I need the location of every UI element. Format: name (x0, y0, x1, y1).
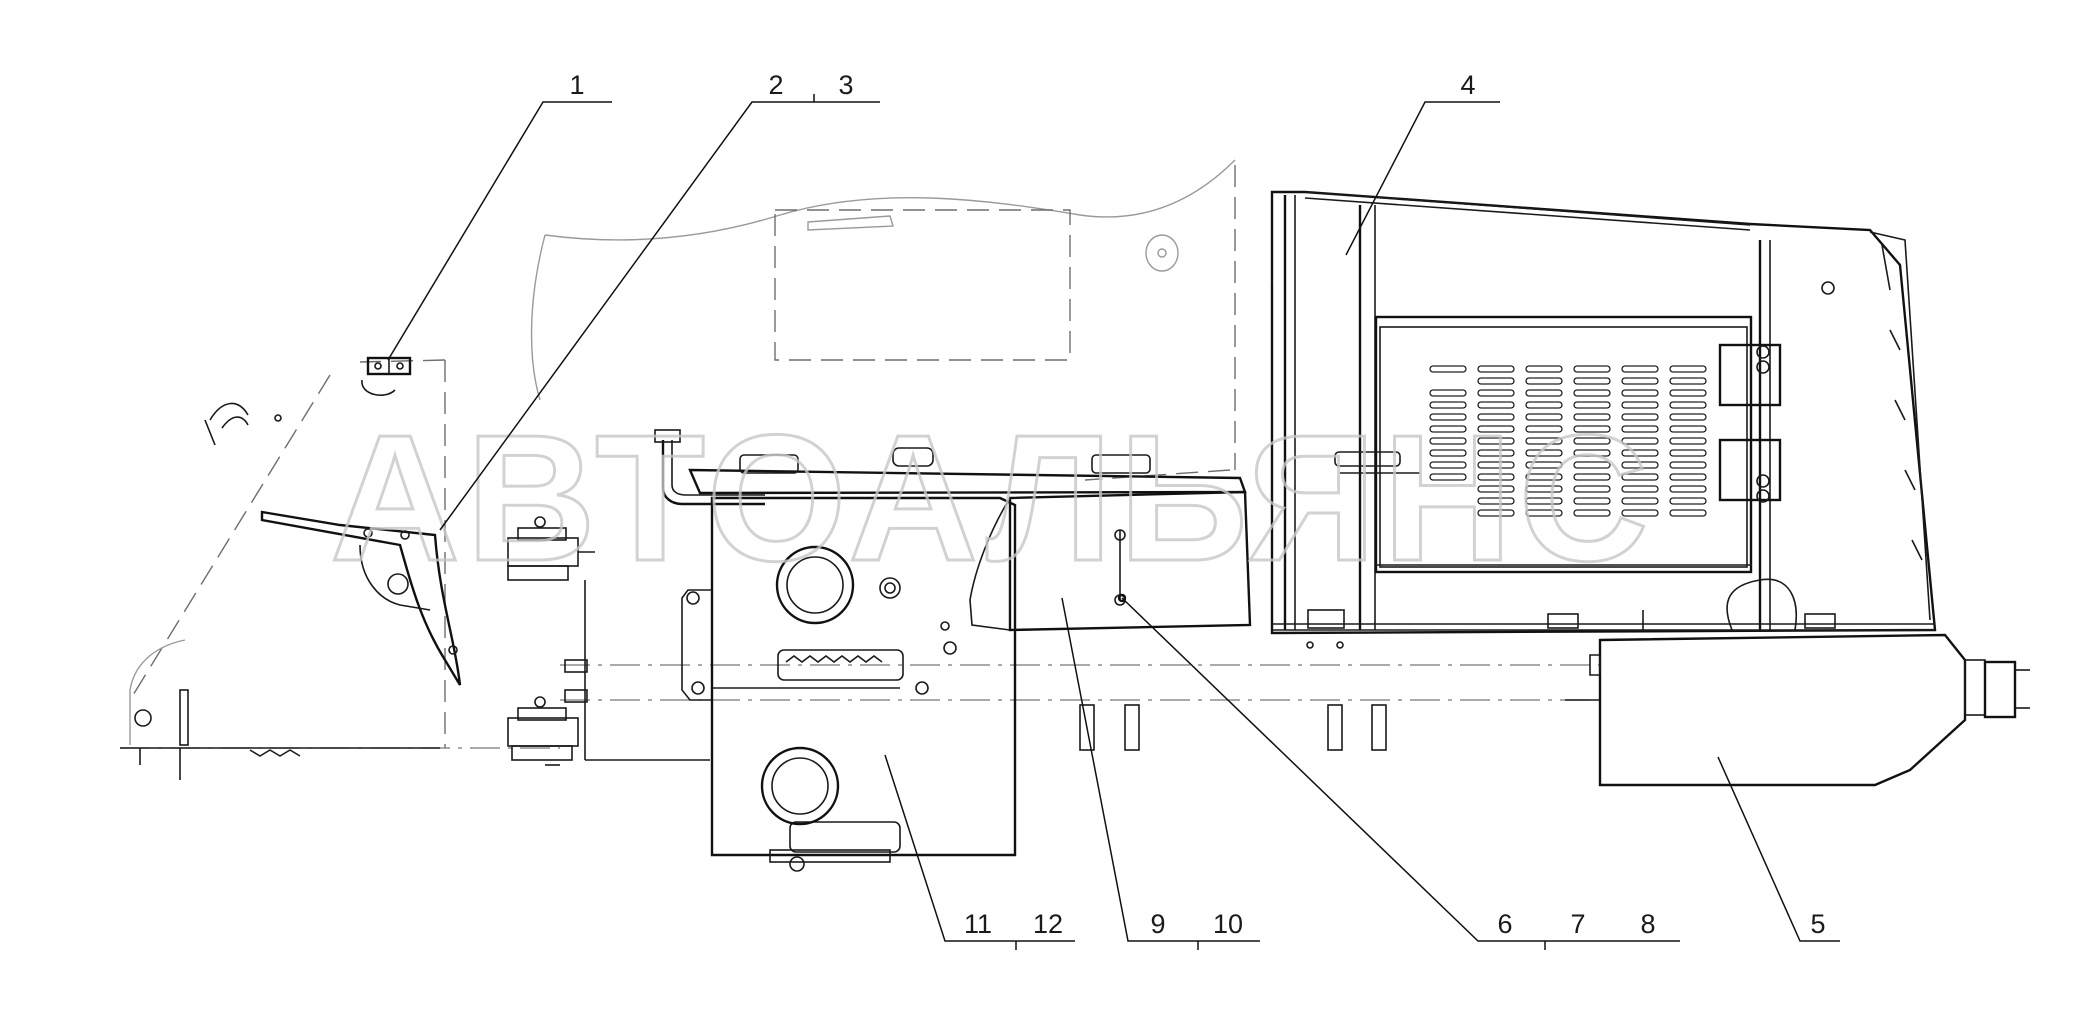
vent-slot (1669, 413, 1707, 421)
vent-slot (1669, 509, 1707, 517)
vent-slot (1525, 425, 1563, 433)
vent-slot (1525, 473, 1563, 481)
phantom-cab-outline (530, 159, 1236, 470)
vent-slot (1669, 389, 1707, 397)
vent-slot (1669, 401, 1707, 409)
vent-slot (1477, 425, 1515, 433)
rear-bumper-box (1565, 633, 2030, 787)
callout-7: 7 (1570, 909, 1585, 939)
vent-slot (1525, 437, 1563, 445)
vent-slot (1573, 461, 1611, 469)
vent-slot (1573, 377, 1611, 385)
vent-slot (1573, 449, 1611, 457)
vent-slot (1621, 413, 1659, 421)
vent-slot (1525, 413, 1563, 421)
callout-10: 10 (1213, 909, 1243, 939)
light-brackets (507, 516, 710, 766)
vent-slot (1621, 365, 1659, 373)
vent-slot (1669, 377, 1707, 385)
vent-slot (1621, 437, 1659, 445)
vent-slot (1669, 449, 1707, 457)
vent-slot (1525, 365, 1563, 373)
vent-slot (1477, 449, 1515, 457)
vent-slot (1573, 425, 1611, 433)
vent-slot (1621, 485, 1659, 493)
vent-slot (1525, 449, 1563, 457)
vent-slot (1525, 377, 1563, 385)
vent-slot (1669, 437, 1707, 445)
vent-slot (1621, 449, 1659, 457)
vent-slot (1669, 485, 1707, 493)
vent-slot (1669, 365, 1707, 373)
rollers (1079, 704, 1387, 751)
callout-labels: 1 2 3 4 5 6 7 8 9 10 11 12 (569, 70, 1825, 939)
vent-slot (1669, 473, 1707, 481)
vent-slot (1621, 377, 1659, 385)
vent-slot (1621, 401, 1659, 409)
vent-slot (1429, 461, 1467, 469)
vent-slot (1621, 497, 1659, 505)
vent-slot (1429, 365, 1467, 373)
callout-11: 11 (964, 909, 992, 939)
vent-slot (1477, 461, 1515, 469)
vent-slot (1573, 389, 1611, 397)
vent-slot (1429, 449, 1467, 457)
vent-slot (1621, 509, 1659, 517)
vent-slot (1477, 485, 1515, 493)
vent-slot (1573, 497, 1611, 505)
vent-slot (1429, 389, 1467, 397)
vent-slot (1477, 473, 1515, 481)
vent-slot (1621, 389, 1659, 397)
vent-slot (1525, 485, 1563, 493)
callout-4: 4 (1460, 70, 1475, 100)
cabinet-box (1270, 190, 1937, 649)
vent-slot (1429, 413, 1467, 421)
leader-lines (387, 94, 1840, 950)
callout-2: 2 (768, 70, 783, 100)
vent-slot (1477, 401, 1515, 409)
vent-slot (1525, 509, 1563, 517)
callout-6: 6 (1497, 909, 1512, 939)
vent-slot (1621, 461, 1659, 469)
vent-slot (1525, 389, 1563, 397)
vent-slot (1429, 401, 1467, 409)
vent-slot (1573, 437, 1611, 445)
vent-slot (1573, 509, 1611, 517)
vent-slot (1429, 473, 1467, 481)
callout-8: 8 (1640, 909, 1655, 939)
vent-slot (1669, 425, 1707, 433)
vent-slot (1477, 413, 1515, 421)
vent-slot (1477, 437, 1515, 445)
vent-slot (1477, 377, 1515, 385)
vent-slot (1525, 401, 1563, 409)
step-box (969, 490, 1252, 632)
vent-slot (1669, 461, 1707, 469)
vent-slot (1573, 413, 1611, 421)
vent-slot (1525, 461, 1563, 469)
vent-slot (1477, 389, 1515, 397)
callout-9: 9 (1150, 909, 1165, 939)
vent-slot (1573, 365, 1611, 373)
vent-slot (1525, 497, 1563, 505)
callout-1: 1 (569, 70, 584, 100)
watermark: АВТОАЛЬЯНС (330, 398, 1654, 599)
vent-slot (1477, 365, 1515, 373)
callout-12: 12 (1033, 909, 1063, 939)
vent-slot (1573, 401, 1611, 409)
vent-slot (1621, 425, 1659, 433)
vent-slot (1621, 473, 1659, 481)
left-fender-assembly (120, 356, 462, 780)
vent-slot (1477, 509, 1515, 517)
vent-slot (1573, 473, 1611, 481)
vent-slot (1573, 485, 1611, 493)
vent-slot (1429, 425, 1467, 433)
vent-slot (1477, 497, 1515, 505)
vent-slot (1669, 497, 1707, 505)
vent-slot (1429, 437, 1467, 445)
callout-3: 3 (838, 70, 853, 100)
vent-slots (1429, 365, 1707, 517)
callout-5: 5 (1810, 909, 1825, 939)
